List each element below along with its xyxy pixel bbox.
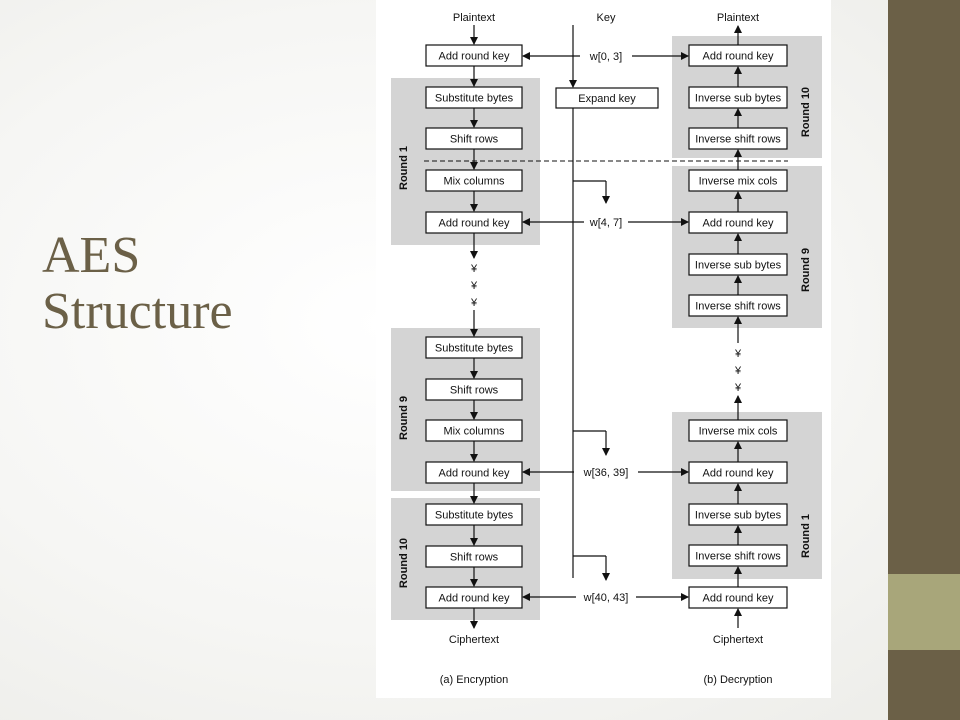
aes-structure-figure: Round 1 Round 9 Round 10 Round 10 Round … <box>376 0 831 698</box>
encryption-caption: (a) Encryption <box>440 674 508 686</box>
enc-ellipsis-3: ¥ <box>470 297 478 309</box>
expand-key-box <box>555 87 659 109</box>
dec-plaintext-label: Plaintext <box>717 12 759 24</box>
enc-initial-add-round-key: Add round key <box>439 51 510 63</box>
decryption-caption: (b) Decryption <box>703 674 772 686</box>
enc-r1-step-1: Substitute bytes <box>435 93 514 105</box>
dec-ciphertext-label: Ciphertext <box>713 634 763 646</box>
key-word-4: w[40, 43] <box>583 592 629 604</box>
dec-r9-step-3: Inverse sub bytes <box>695 260 782 272</box>
dec-r1-step-2: Add round key <box>703 468 774 480</box>
dec-r9-step-2: Add round key <box>703 218 774 230</box>
dec-r9-step-1: Inverse mix cols <box>699 176 778 188</box>
sidebar-band-top <box>888 0 960 574</box>
dec-r10-step-1: Add round key <box>703 51 774 63</box>
dec-r10-step-3: Inverse shift rows <box>695 134 781 146</box>
key-label: Key <box>597 12 616 24</box>
enc-r1-step-3: Mix columns <box>443 176 505 188</box>
enc-round-9-label: Round 9 <box>398 396 410 440</box>
expand-key-label: Expand key <box>578 93 636 105</box>
dec-r10-step-2: Inverse sub bytes <box>695 93 782 105</box>
dec-round-9-label: Round 9 <box>800 248 812 292</box>
enc-ellipsis-1: ¥ <box>470 263 478 275</box>
dec-ellipsis-1: ¥ <box>734 348 742 360</box>
enc-r10-step-3: Add round key <box>439 593 510 605</box>
dec-round-1-label: Round 1 <box>800 514 812 558</box>
enc-ciphertext-label: Ciphertext <box>449 634 499 646</box>
decorative-sidebar <box>888 0 960 720</box>
sidebar-band-middle <box>888 574 960 650</box>
enc-r9-step-1: Substitute bytes <box>435 343 514 355</box>
aes-diagram-svg: Round 1 Round 9 Round 10 Round 10 Round … <box>391 12 822 686</box>
enc-round-10-label: Round 10 <box>398 538 410 588</box>
enc-r9-step-2: Shift rows <box>450 385 499 397</box>
sidebar-band-bottom <box>888 650 960 720</box>
enc-r9-step-4: Add round key <box>439 468 510 480</box>
key-word-3: w[36, 39] <box>583 467 629 479</box>
dec-final-add-round-key: Add round key <box>703 593 774 605</box>
key-word-2: w[4, 7] <box>589 217 622 229</box>
slide-title-line-1: AES <box>42 227 141 284</box>
slide-title: AES Structure <box>42 228 362 340</box>
enc-r1-step-2: Shift rows <box>450 134 499 146</box>
key-word-1: w[0, 3] <box>589 51 622 63</box>
dec-round-10-label: Round 10 <box>800 87 812 137</box>
dec-r1-step-1: Inverse mix cols <box>699 426 778 438</box>
enc-plaintext-label: Plaintext <box>453 12 495 24</box>
slide-title-line-2: Structure <box>42 283 233 340</box>
enc-r9-step-3: Mix columns <box>443 426 505 438</box>
dec-r1-step-3: Inverse sub bytes <box>695 510 782 522</box>
enc-r1-step-4: Add round key <box>439 218 510 230</box>
dec-ellipsis-3: ¥ <box>734 382 742 394</box>
enc-r10-step-1: Substitute bytes <box>435 510 514 522</box>
enc-round-1-label: Round 1 <box>398 146 410 190</box>
enc-r10-step-2: Shift rows <box>450 552 499 564</box>
dec-r1-step-4: Inverse shift rows <box>695 551 781 563</box>
dec-ellipsis-2: ¥ <box>734 365 742 377</box>
enc-ellipsis-2: ¥ <box>470 280 478 292</box>
dec-r9-step-4: Inverse shift rows <box>695 301 781 313</box>
